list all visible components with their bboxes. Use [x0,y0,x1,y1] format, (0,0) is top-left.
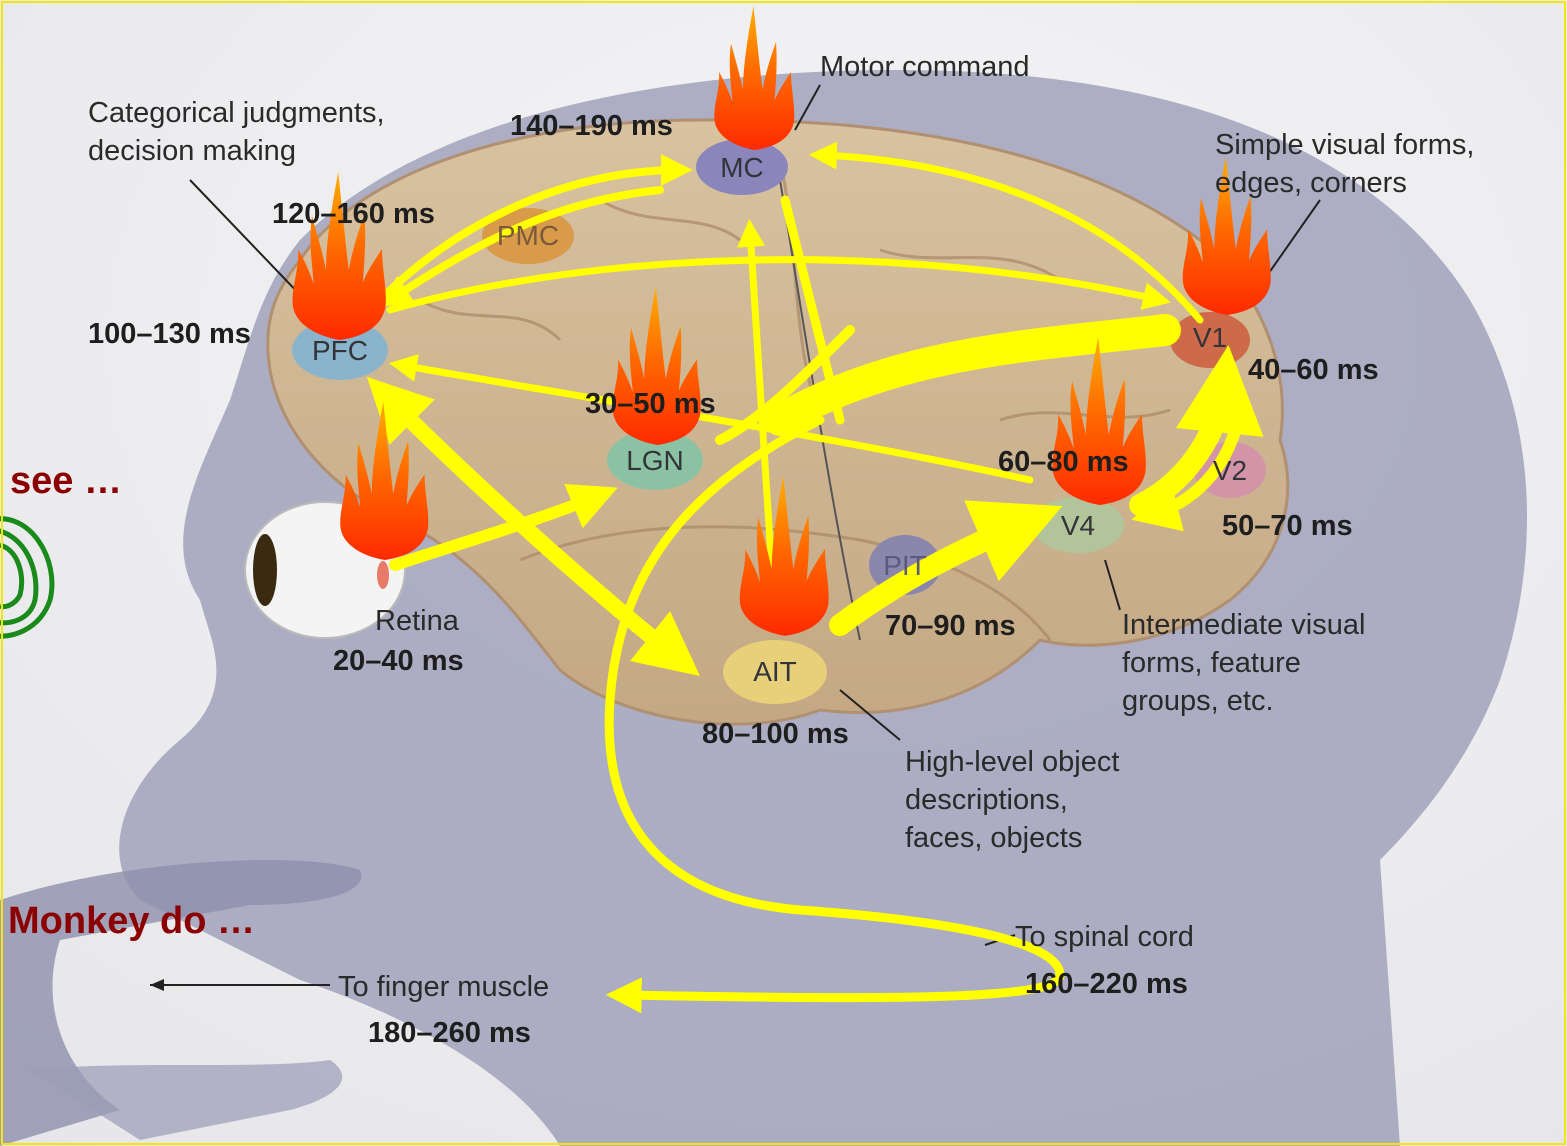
timing-ait: 80–100 ms [702,718,849,751]
high-level-label-line1: High-level object [905,745,1119,779]
simple-forms-label-line2: edges, corners [1215,166,1407,200]
categorical-label-line2: decision making [88,134,296,168]
simple-forms-label-line1: Simple visual forms, [1215,128,1474,162]
spinal-cord-label: To spinal cord [1015,920,1194,954]
timing-pmc: 120–160 ms [272,198,435,231]
high-level-label-line3: faces, objects [905,821,1082,855]
node-pfc-label: PFC [300,335,380,367]
intermediate-label-line1: Intermediate visual [1122,608,1365,642]
node-v2-label: V2 [1205,455,1255,487]
high-level-label-line2: descriptions, [905,783,1068,817]
monkey-do-caption: Monkey do … [8,900,255,943]
monkey-see-caption: Monkey see … [0,460,122,503]
node-v4-label: V4 [1050,510,1106,542]
timing-v1: 40–60 ms [1248,354,1379,387]
node-pit-label: PIT [875,550,935,582]
timing-finger: 180–260 ms [368,1017,531,1050]
node-lgn-label: LGN [615,445,695,477]
timing-spinal: 160–220 ms [1025,968,1188,1001]
timing-v4: 60–80 ms [998,446,1129,479]
intermediate-label-line3: groups, etc. [1122,684,1274,718]
finger-muscle-label: To finger muscle [338,970,549,1004]
timing-retina: 20–40 ms [333,645,464,678]
timing-pit: 70–90 ms [885,610,1016,643]
node-v1-label: V1 [1185,322,1235,354]
node-mc-label: MC [712,152,772,184]
retina-label: Retina [375,604,459,638]
node-ait-label: AIT [740,656,810,688]
timing-pfc: 100–130 ms [88,318,251,351]
motor-command-label: Motor command [820,50,1030,84]
timing-v2: 50–70 ms [1222,510,1353,543]
node-pmc-label: PMC [488,220,568,252]
intermediate-label-line2: forms, feature [1122,646,1301,680]
categorical-label-line1: Categorical judgments, [88,96,385,130]
timing-lgn: 30–50 ms [585,388,716,421]
timing-mc: 140–190 ms [510,110,673,143]
